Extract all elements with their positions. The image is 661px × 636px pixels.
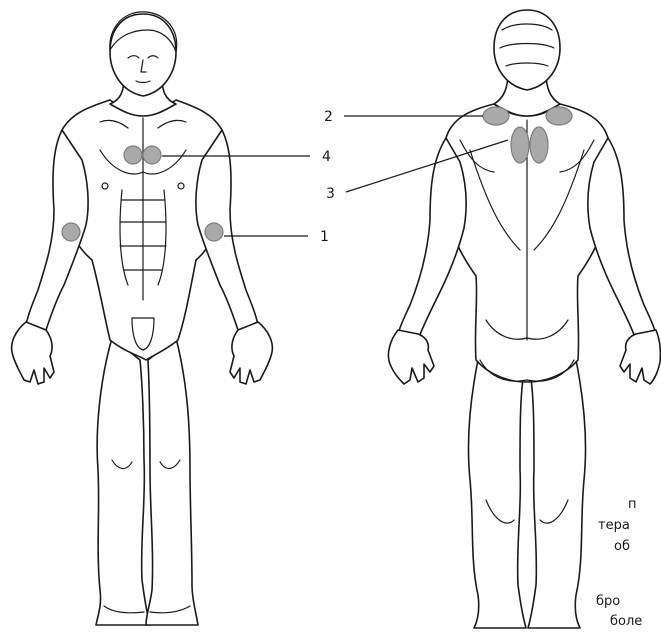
callout-label-2: 2 <box>324 109 333 125</box>
back-left-hand <box>388 330 434 384</box>
pad-front-left-chest <box>124 146 142 164</box>
back-right-hand <box>620 330 660 384</box>
callout-label-4: 4 <box>322 149 331 165</box>
back-right-arm <box>588 138 656 340</box>
callout-label-3: 3 <box>326 186 335 202</box>
clipped-text-5: боле <box>610 614 642 629</box>
pad-back-left-upper <box>511 127 529 163</box>
pad-back-right-shoulder <box>546 107 572 125</box>
front-right-leg <box>146 338 198 625</box>
back-left-leg <box>468 360 526 628</box>
clipped-text-3: об <box>614 539 630 554</box>
clipped-text-2: тера <box>598 518 630 533</box>
back-head <box>494 10 560 90</box>
back-body-figure <box>388 10 660 628</box>
front-right-hand <box>230 322 272 384</box>
clipped-text-4: бро <box>596 594 620 609</box>
pad-front-right-bicep <box>205 223 223 241</box>
pad-back-right-upper <box>530 127 548 163</box>
front-head <box>110 14 176 96</box>
pad-front-right-chest <box>143 146 161 164</box>
front-left-leg <box>96 338 150 625</box>
pad-front-left-bicep <box>62 223 80 241</box>
pad-back-left-shoulder <box>483 107 509 125</box>
clipped-caption: п тера об бро боле <box>596 497 642 629</box>
clipped-text-1: п <box>628 497 637 512</box>
callout-label-1: 1 <box>320 229 329 245</box>
front-left-hand <box>12 322 54 384</box>
front-body-figure <box>12 12 273 625</box>
back-right-leg <box>528 360 586 628</box>
back-left-arm <box>398 138 466 340</box>
callout-labels: 1 2 3 4 <box>320 109 335 245</box>
